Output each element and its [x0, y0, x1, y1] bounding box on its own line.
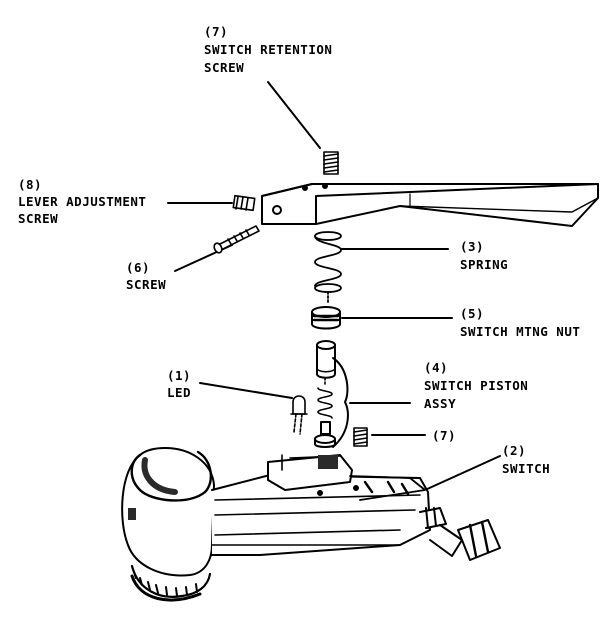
screw-7-lower	[353, 427, 368, 447]
callout-5-number: (5)	[460, 306, 485, 321]
callout-switch-mtng-nut-label: SWITCH MTNG NUT	[460, 324, 581, 339]
callout-6-number: (6)	[126, 260, 151, 275]
nozzle-body	[121, 447, 501, 602]
lever-adjustment-screw	[232, 194, 256, 212]
switch-mtng-nut	[311, 306, 341, 330]
callout-3-number: (3)	[460, 239, 485, 254]
callout-7-lower-number: (7)	[432, 428, 457, 443]
switch-retention-screw	[323, 151, 339, 175]
screw-6	[213, 225, 260, 254]
callout-switch-retention-label-2: SCREW	[204, 60, 245, 75]
callout-7-number: (7)	[204, 24, 229, 39]
callout-led-label: LED	[167, 385, 192, 400]
callout-switch-piston-label-2: ASSY	[424, 396, 457, 411]
piston-bracket	[332, 357, 349, 448]
leader-led	[199, 382, 293, 399]
callout-screw-6-label: SCREW	[126, 277, 167, 292]
led-component	[290, 395, 308, 435]
callout-lever-adjustment-label-2: SCREW	[18, 211, 59, 226]
switch-piston-plunger	[314, 421, 336, 448]
callout-8-number: (8)	[18, 177, 43, 192]
callout-switch-retention-label: SWITCH RETENTION	[204, 42, 333, 57]
spring-3	[314, 231, 342, 303]
callout-1-number: (1)	[167, 368, 192, 383]
leader-switch	[424, 455, 501, 491]
callout-spring-label: SPRING	[460, 257, 509, 272]
switch-piston-spring	[317, 377, 333, 419]
leader-switch-retention-screw	[267, 81, 321, 149]
lever-arm	[261, 183, 599, 227]
callout-switch-label: SWITCH	[502, 461, 551, 476]
callout-lever-adjustment-label: LEVER ADJUSTMENT	[18, 194, 147, 209]
callout-2-number: (2)	[502, 443, 527, 458]
callout-4-number: (4)	[424, 360, 449, 375]
callout-switch-piston-label: SWITCH PISTON	[424, 378, 529, 393]
switch-piston-cylinder	[316, 340, 336, 379]
